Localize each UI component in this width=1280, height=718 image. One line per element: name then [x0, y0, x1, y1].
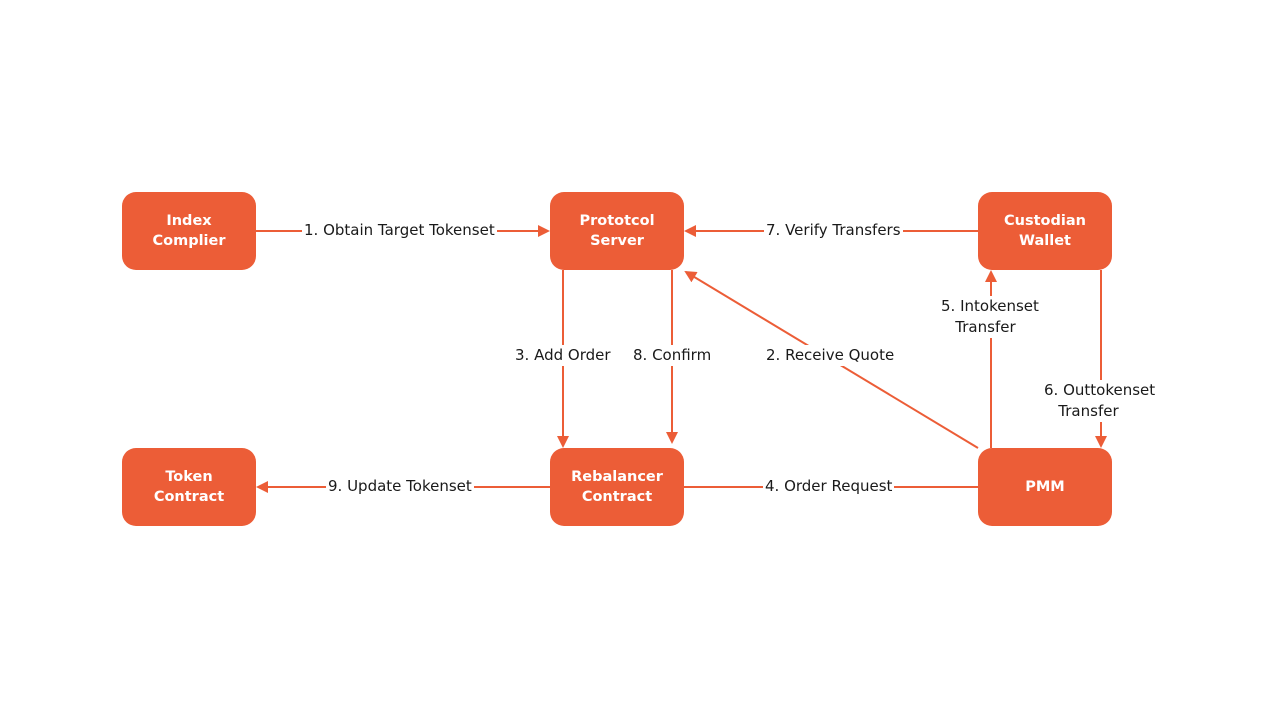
node-index-compiler: Index Complier — [122, 192, 256, 270]
node-custodian-wallet: Custodian Wallet — [978, 192, 1112, 270]
label-intokenset-transfer: 5. Intokenset Transfer — [939, 296, 1041, 338]
node-rebalancer-contract-label: Rebalancer Contract — [571, 469, 663, 505]
label-order-request: 4. Order Request — [763, 476, 895, 497]
node-protocol-server-label: Prototcol Server — [579, 213, 655, 249]
label-verify-transfers: 7. Verify Transfers — [764, 220, 903, 241]
node-protocol-server: Prototcol Server — [550, 192, 684, 270]
node-pmm: PMM — [978, 448, 1112, 526]
label-obtain-target-tokenset: 1. Obtain Target Tokenset — [302, 220, 497, 241]
label-outtokenset-transfer: 6. Outtokenset Transfer — [1042, 380, 1158, 422]
node-index-compiler-label: Index Complier — [152, 213, 226, 249]
node-pmm-label: PMM — [1025, 479, 1065, 495]
label-update-tokenset: 9. Update Tokenset — [326, 476, 474, 497]
node-token-contract-label: Token Contract — [153, 469, 225, 505]
node-token-contract: Token Contract — [122, 448, 256, 526]
node-rebalancer-contract: Rebalancer Contract — [550, 448, 684, 526]
label-receive-quote: 2. Receive Quote — [764, 345, 897, 366]
node-custodian-wallet-label: Custodian Wallet — [1004, 213, 1086, 249]
label-confirm: 8. Confirm — [631, 345, 714, 366]
label-add-order: 3. Add Order — [513, 345, 613, 366]
